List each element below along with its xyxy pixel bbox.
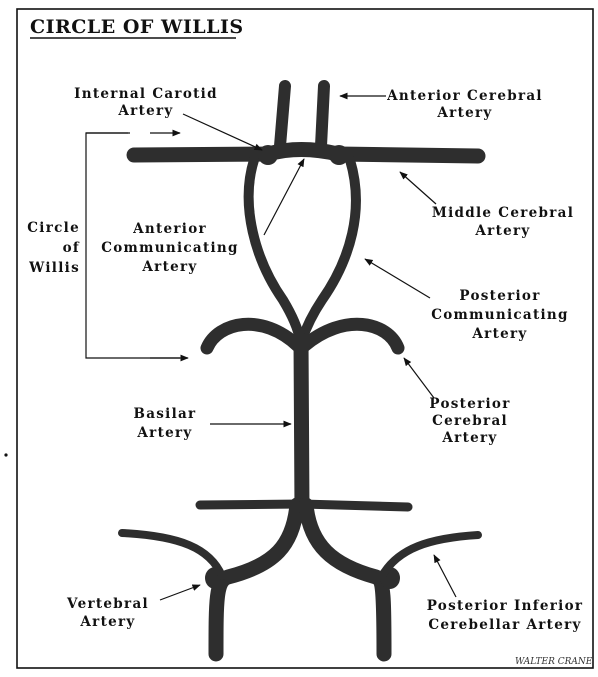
middle-cerebral-pointer (400, 172, 436, 204)
label-internal-carotid-line1: Internal Carotid (74, 86, 218, 102)
label-posterior-communicating-line2: Communicating (431, 307, 569, 323)
label-middle-cerebral-line1: Middle Cerebral (432, 205, 574, 221)
label-posterior-cerebral-line1: Posterior (429, 396, 510, 412)
right-anterior-cerebral-vessel (321, 86, 324, 146)
left-posterior-cerebral-vessel (207, 324, 298, 348)
diagram-title: CIRCLE OF WILLIS (30, 16, 244, 38)
label-anterior-cerebral-line2: Artery (436, 105, 492, 121)
label-middle-cerebral-line2: Artery (474, 223, 530, 239)
scan-dot (4, 453, 7, 456)
left-vertebral-vessel (216, 505, 297, 654)
internal-carotid-pointer (183, 114, 262, 150)
posterior-cerebral-pointer (404, 358, 434, 398)
artist-signature: WALTER CRANE (515, 657, 593, 667)
anterior-communicating-pointer (264, 159, 304, 235)
label-pica-line1: Posterior Inferior (427, 598, 584, 614)
label-posterior-cerebral-line2: Cerebral (432, 413, 508, 429)
label-pica-line2: Cerebellar Artery (428, 617, 581, 633)
label-posterior-communicating-line1: Posterior (459, 288, 540, 304)
left-pica-vessel (122, 533, 222, 576)
label-circle-of-willis-line1: Circle (27, 220, 80, 236)
label-posterior-cerebral-line3: Artery (441, 430, 497, 446)
label-basilar-line2: Artery (136, 425, 192, 441)
label-anterior-cerebral-line1: Anterior Cerebral (386, 88, 543, 104)
label-circle-of-willis-line2: of (63, 240, 80, 256)
left-internal-carotid-junction (258, 145, 278, 165)
label-vertebral-line2: Artery (79, 614, 135, 630)
left-anterior-cerebral-vessel (280, 86, 285, 146)
label-circle-of-willis-line3: Willis (28, 260, 80, 276)
vessel-network (122, 86, 478, 654)
label-vertebral-line1: Vertebral (66, 596, 149, 612)
right-posterior-cerebral-vessel (304, 324, 398, 348)
label-anterior-communicating-line1: Anterior (132, 221, 207, 237)
basilar-vessel (301, 340, 302, 510)
left-posterior-communicating-vessel (249, 160, 300, 340)
posterior-communicating-pointer (365, 259, 430, 298)
label-anterior-communicating-line3: Artery (141, 259, 197, 275)
pica-pointer (434, 555, 456, 597)
label-anterior-communicating-line2: Communicating (101, 240, 239, 256)
middle-cerebral-vessel-bar (134, 150, 478, 157)
label-posterior-communicating-line3: Artery (471, 326, 527, 342)
right-vertebral-vessel (306, 505, 384, 654)
label-internal-carotid-line2: Artery (117, 103, 173, 119)
vertebral-pointer (160, 585, 200, 600)
label-basilar-line1: Basilar (134, 406, 197, 422)
right-posterior-communicating-vessel (302, 160, 356, 340)
